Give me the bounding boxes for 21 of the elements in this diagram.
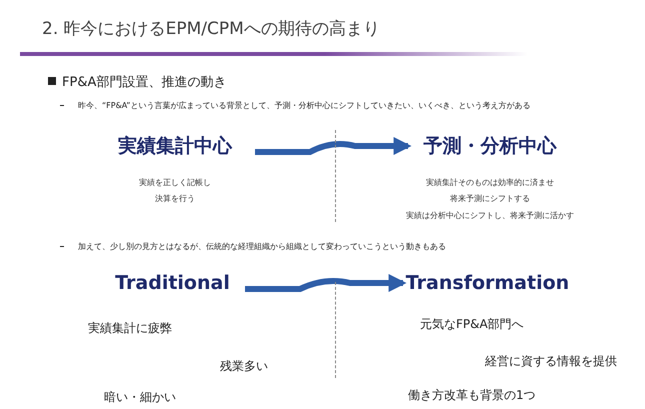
section-heading: FP&A部門設置、推進の動き	[62, 74, 226, 91]
body-text: 実績集計そのものは効率的に済ませ	[425, 177, 555, 188]
body-text: 実績は分析中心にシフトし、将来予測に活かす	[405, 210, 575, 221]
item-text: 残業多い	[220, 358, 268, 375]
arrow	[255, 137, 412, 155]
item-text: 実績集計に疲弊	[88, 320, 172, 337]
body-text: 実績を正しく記帳し	[138, 177, 212, 188]
heading-text: 予測・分析中心	[410, 133, 570, 159]
bullet-text: 加えて、少し別の見方とはなるが、伝統的な経理組織から組織として変わっていこうという動きもある	[78, 241, 446, 252]
bullet-text: 昨今、“FP&A”という言葉が広まっている背景として、予測・分析中心にシフトしていきたい、いくべき、という考え方がある	[78, 100, 530, 111]
heading-text: 実績集計中心	[95, 133, 255, 159]
item-text: 暗い・細かい	[104, 389, 176, 406]
body-text: 将来予測にシフトする	[449, 193, 531, 204]
heading-text: Transformation	[405, 272, 570, 294]
arrow	[245, 274, 407, 292]
item-text: 働き方改革も背景の1つ	[408, 387, 536, 404]
slide-title: 2. 昨今におけるEPM/CPMへの期待の高まり	[42, 18, 380, 40]
heading-text: Traditional	[100, 272, 245, 294]
item-text: 経営に資する情報を提供	[485, 353, 617, 370]
body-text: 決算を行う	[154, 193, 196, 204]
item-text: 元気なFP&A部門へ	[420, 316, 524, 333]
